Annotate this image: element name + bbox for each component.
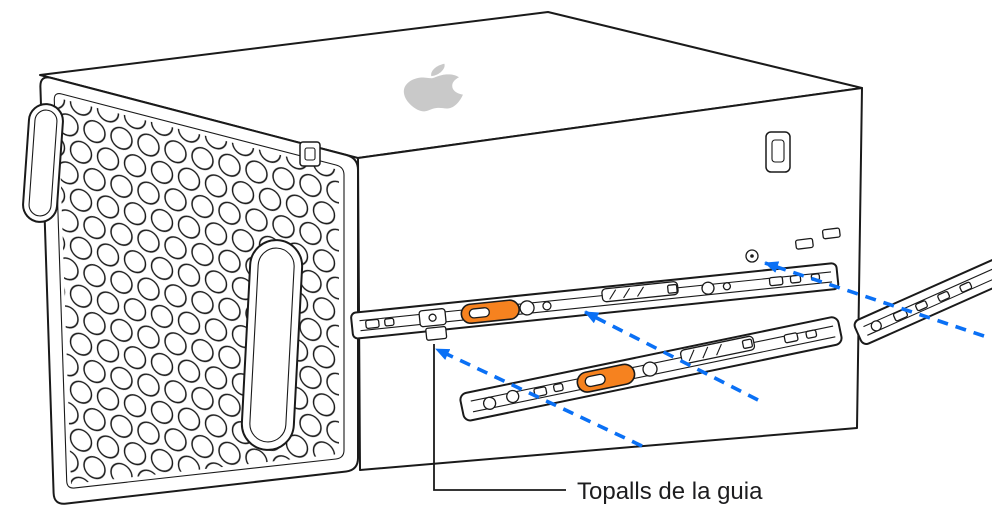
- grille-inner-frame: [53, 93, 345, 489]
- mac-pro-front-grille: [22, 76, 359, 505]
- callout-label: Topalls de la guia: [577, 478, 763, 505]
- rail-latch: [601, 281, 679, 303]
- side-lock-slot: [765, 131, 791, 173]
- grille-latch: [299, 141, 321, 167]
- front-handle-right: [240, 239, 304, 451]
- rail-detached: [853, 255, 992, 345]
- alignment-arrow-right: [764, 261, 985, 338]
- rail-stop: [418, 308, 448, 341]
- front-handle-left: [22, 103, 64, 223]
- rail-lock-tab: [460, 299, 520, 325]
- rail-middle: [459, 316, 843, 422]
- apple-logo-icon: [403, 63, 463, 112]
- rail-attached: [350, 262, 840, 341]
- rail-latch: [679, 335, 756, 365]
- side-vents: [794, 227, 841, 250]
- side-screw-hole: [745, 249, 759, 263]
- mac-pro-side-panel: [357, 87, 863, 471]
- callout-leader-line: [433, 344, 566, 491]
- rail-lock-tab: [576, 363, 636, 393]
- alignment-arrow-middle: [584, 310, 759, 402]
